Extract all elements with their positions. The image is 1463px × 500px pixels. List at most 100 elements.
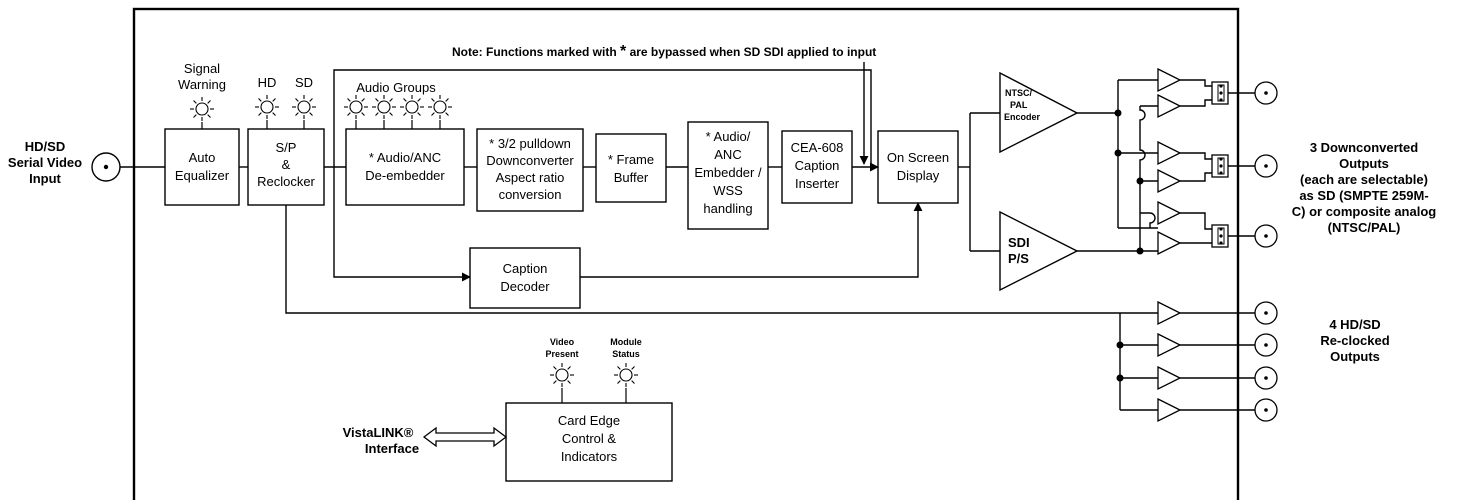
reclocked-output-driver-3 <box>1157 365 1182 391</box>
svg-text:Reclocker: Reclocker <box>257 174 315 189</box>
audio-group-led-icon-2 <box>372 95 396 129</box>
reclocked-output-driver-4 <box>1157 397 1182 423</box>
svg-text:P/S: P/S <box>1008 251 1029 266</box>
module-status-label-line2: Status <box>612 349 640 359</box>
svg-text:&: & <box>282 157 291 172</box>
audio-embedder-block <box>687 121 769 230</box>
junction-dot-6 <box>1116 374 1124 382</box>
svg-text:Control &: Control & <box>562 431 617 446</box>
reclocked-output-driver-1 <box>1157 300 1182 326</box>
dc-output-driver-a-2 <box>1157 140 1182 166</box>
svg-text:Display: Display <box>897 168 940 183</box>
sd-led: SD <box>295 75 313 90</box>
svg-text:(each are selectable): (each are selectable) <box>1300 172 1428 187</box>
frame-buffer-block <box>595 133 667 203</box>
vistalink-label: VistaLINK® Interface <box>343 425 419 456</box>
reclocked-output-bnc-connector-2 <box>1254 333 1278 357</box>
svg-text:Input: Input <box>29 171 61 186</box>
audio-group-led-icon-4 <box>428 95 452 129</box>
junction-dot-5 <box>1116 341 1124 349</box>
svg-text:Inserter: Inserter <box>795 176 840 191</box>
dc-output-driver-a-1 <box>1157 67 1182 93</box>
svg-text:Auto: Auto <box>189 150 216 165</box>
svg-text:as SD (SMPTE 259M-: as SD (SMPTE 259M- <box>1299 188 1428 203</box>
svg-text:PAL: PAL <box>1010 100 1028 110</box>
card-edge-label: Card Edge Control & Indicators <box>558 413 620 464</box>
svg-text:HD: HD <box>258 75 277 90</box>
downconverted-outputs-label: 3 Downconverted Outputs (each are select… <box>1292 140 1437 235</box>
svg-text:On Screen: On Screen <box>887 150 949 165</box>
dc-output-bnc-connector-2 <box>1254 154 1278 178</box>
caption-decoder-label: Caption Decoder <box>500 261 550 294</box>
osd-label: On Screen Display <box>887 150 949 183</box>
hd-led: HD <box>258 75 277 90</box>
caption-inserter-label: CEA-608 Caption Inserter <box>791 140 844 191</box>
svg-text:Downconverter: Downconverter <box>486 153 574 168</box>
svg-text:VistaLINK®: VistaLINK® <box>343 425 414 440</box>
distribution-bus <box>1077 79 1158 411</box>
ntsc-pal-encoder-label: NTSC/ PAL Encoder <box>1004 88 1041 122</box>
svg-text:Equalizer: Equalizer <box>175 168 230 183</box>
sp-reclocker-block <box>247 128 325 206</box>
dc-output-driver-b-1 <box>1157 93 1182 119</box>
card-frame <box>132 7 1240 500</box>
reclocked-outputs-label: 4 HD/SD Re-clocked Outputs <box>1320 317 1389 364</box>
card-edge-block <box>505 402 673 482</box>
svg-text:handling: handling <box>703 201 752 216</box>
svg-text:SDI: SDI <box>1008 235 1030 250</box>
input-bnc-connector <box>91 152 121 182</box>
svg-text:De-embedder: De-embedder <box>365 168 445 183</box>
sp-reclocker-label: S/P & Reclocker <box>257 140 315 189</box>
sd-led-icon <box>292 95 316 129</box>
dc-output-bnc-connector-1 <box>1254 81 1278 105</box>
svg-text:Re-clocked: Re-clocked <box>1320 333 1389 348</box>
dc-output-driver-b-2 <box>1157 168 1182 194</box>
reclocked-output-bnc-connector-4 <box>1254 398 1278 422</box>
signal-path <box>239 69 1120 314</box>
audio-deembedder-label: * Audio/ANC De-embedder <box>365 150 445 183</box>
output-layer <box>1157 67 1278 423</box>
dc-output-bnc-connector-3 <box>1254 224 1278 248</box>
junction-dot-1 <box>1114 109 1122 117</box>
junction-dot-4 <box>1136 177 1144 185</box>
reclocked-output-bnc-connector-1 <box>1254 301 1278 325</box>
svg-text:Embedder /: Embedder / <box>694 165 762 180</box>
svg-text:Caption: Caption <box>503 261 548 276</box>
sdi-ps-label: SDI P/S <box>1008 235 1030 266</box>
dc-output-driver-b-3 <box>1157 230 1182 256</box>
svg-text:ANC: ANC <box>714 147 741 162</box>
auto-equalizer-label: Auto Equalizer <box>175 150 230 183</box>
svg-text:Signal: Signal <box>184 61 220 76</box>
svg-text:Serial Video: Serial Video <box>8 155 82 170</box>
svg-text:* 3/2 pulldown: * 3/2 pulldown <box>489 136 571 151</box>
svg-text:Caption: Caption <box>795 158 840 173</box>
svg-text:Indicators: Indicators <box>561 449 618 464</box>
ntsc-pal-encoder <box>999 71 1079 154</box>
svg-text:* Frame: * Frame <box>608 152 654 167</box>
output-selector-jumper-3 <box>1211 224 1229 248</box>
svg-text:(NTSC/PAL): (NTSC/PAL) <box>1328 220 1401 235</box>
svg-text:Encoder: Encoder <box>1004 112 1041 122</box>
signal-warning-led-icon <box>190 97 214 129</box>
svg-text:CEA-608: CEA-608 <box>791 140 844 155</box>
module-status-led-icon <box>614 363 638 403</box>
bypass-note: Note: Functions marked with * are bypass… <box>452 43 876 60</box>
module-status-label-line1: Module <box>610 337 642 347</box>
svg-text:3 Downconverted: 3 Downconverted <box>1310 140 1418 155</box>
caption-decoder-block <box>469 247 581 309</box>
svg-text:Card Edge: Card Edge <box>558 413 620 428</box>
vistalink-double-arrow <box>422 426 508 448</box>
hd-led-icon <box>255 95 279 129</box>
audio-groups-label: Audio Groups <box>356 80 436 95</box>
svg-text:S/P: S/P <box>276 140 297 155</box>
svg-text:Warning: Warning <box>178 77 226 92</box>
svg-text:NTSC/: NTSC/ <box>1005 88 1032 98</box>
downconverter-label: * 3/2 pulldown Downconverter Aspect rati… <box>486 136 574 202</box>
audio-deembedder-block <box>345 128 465 206</box>
svg-text:4 HD/SD: 4 HD/SD <box>1329 317 1380 332</box>
input-label: HD/SD Serial Video Input <box>8 139 82 186</box>
svg-text:C) or composite analog: C) or composite analog <box>1292 204 1437 219</box>
svg-text:* Audio/ANC: * Audio/ANC <box>369 150 441 165</box>
svg-text:Outputs: Outputs <box>1330 349 1380 364</box>
reclocked-output-bnc-connector-3 <box>1254 366 1278 390</box>
